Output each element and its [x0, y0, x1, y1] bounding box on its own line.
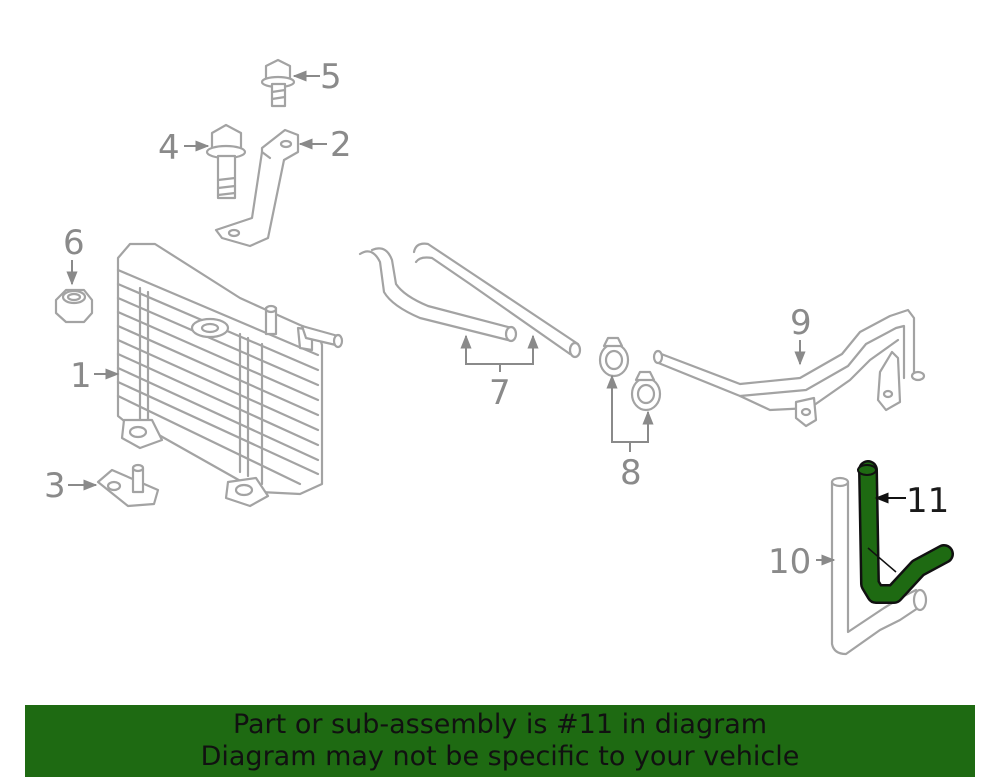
callout-9: 9 — [790, 303, 812, 343]
callout-6: 6 — [63, 223, 85, 263]
banner-line-1: Part or sub-assembly is #11 in diagram — [232, 709, 768, 740]
nut-part-6[interactable] — [54, 288, 94, 324]
info-banner: Part or sub-assembly is #11 in diagram D… — [25, 705, 975, 777]
hose-part-10[interactable] — [830, 476, 928, 656]
callout-4: 4 — [158, 128, 180, 168]
banner-line-2: Diagram may not be specific to your vehi… — [200, 741, 800, 772]
callout-2: 2 — [330, 125, 352, 165]
callout-8: 8 — [620, 453, 642, 493]
clamp-part-8[interactable] — [598, 336, 662, 412]
hose-part-7[interactable] — [358, 242, 582, 359]
callout-1: 1 — [70, 356, 92, 396]
bolt-part-4[interactable] — [205, 123, 247, 200]
callout-11: 11 — [906, 481, 949, 521]
callout-3: 3 — [44, 466, 66, 506]
callout-5: 5 — [320, 57, 342, 97]
parts-diagram: 5 2 4 6 1 3 7 8 9 10 11 — [44, 57, 954, 656]
bolt-part-5[interactable] — [260, 58, 296, 108]
callout-10: 10 — [768, 542, 811, 582]
callout-7: 7 — [489, 373, 511, 413]
bracket-part-2[interactable] — [214, 128, 300, 248]
tube-part-9[interactable] — [652, 308, 926, 428]
oil-cooler-part-1[interactable] — [116, 242, 344, 508]
stud-bracket-part-3[interactable] — [96, 463, 160, 508]
hose-part-11-highlighted[interactable] — [857, 460, 954, 604]
